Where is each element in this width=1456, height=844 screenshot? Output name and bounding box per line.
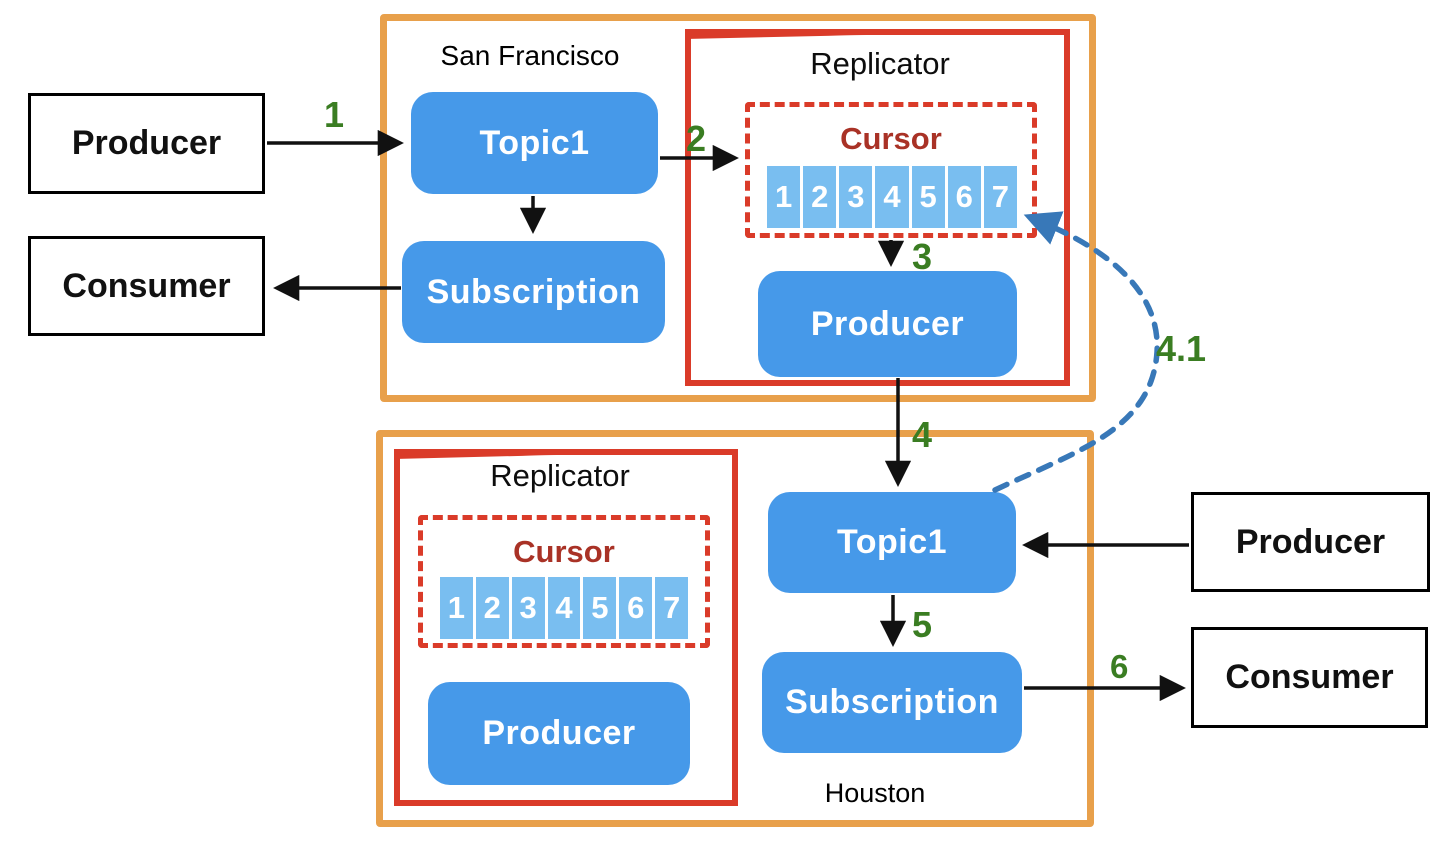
sf-cursor-cell-6: 6	[947, 166, 981, 228]
step-label-4-1: 4.1	[1156, 328, 1207, 369]
houston-replicator-producer-node: Producer	[428, 682, 690, 785]
step-label-2: 2	[686, 118, 707, 159]
sf-replicator-label: Replicator	[810, 46, 950, 81]
step-label-3: 3	[912, 236, 933, 277]
sf-cursor-cell-1: 1	[767, 166, 801, 228]
step-label-5: 5	[912, 604, 933, 645]
houston-replicator-label: Replicator	[490, 458, 630, 493]
houston-cursor-cells: 1 2 3 4 5 6 7	[440, 577, 689, 639]
houston-cursor-cell-6: 6	[619, 577, 653, 639]
sf-cursor-cell-3: 3	[839, 166, 873, 228]
sf-cursor-cell-7: 7	[983, 166, 1017, 228]
sf-cursor-cells: 1 2 3 4 5 6 7	[767, 166, 1017, 228]
houston-topic1-node: Topic1	[768, 492, 1016, 593]
houston-cursor-cell-5: 5	[583, 577, 617, 639]
houston-cursor-cell-7: 7	[655, 577, 689, 639]
sf-cursor-cell-2: 2	[803, 166, 837, 228]
sf-replicator-box	[685, 29, 1070, 386]
houston-cursor-cell-3: 3	[511, 577, 545, 639]
step-label-1: 1	[324, 94, 345, 135]
houston-producer-client: Producer	[1191, 492, 1430, 592]
region-label-houston: Houston	[824, 778, 926, 808]
houston-subscription-node: Subscription	[762, 652, 1022, 753]
sf-subscription-node: Subscription	[402, 241, 665, 343]
sf-producer-client: Producer	[28, 93, 265, 194]
region-san-francisco	[380, 14, 1096, 402]
houston-cursor-box: Cursor	[418, 515, 710, 648]
houston-cursor-cell-4: 4	[547, 577, 581, 639]
region-label-san-francisco: San Francisco	[440, 40, 620, 71]
houston-cursor-cell-2: 2	[475, 577, 509, 639]
sf-consumer-client: Consumer	[28, 236, 265, 336]
step-label-4: 4	[912, 414, 933, 455]
sf-topic1-node: Topic1	[411, 92, 658, 194]
sf-cursor-cell-5: 5	[911, 166, 945, 228]
houston-cursor-cell-1: 1	[440, 577, 473, 639]
step-label-6: 6	[1110, 648, 1129, 685]
sf-cursor-cell-4: 4	[875, 166, 909, 228]
houston-replicator-box	[394, 449, 738, 806]
sf-cursor-label: Cursor	[840, 121, 942, 156]
sf-cursor-box: Cursor	[745, 102, 1037, 238]
region-houston	[376, 430, 1094, 827]
sf-replicator-producer-node: Producer	[758, 271, 1017, 377]
houston-cursor-label: Cursor	[513, 534, 615, 569]
houston-consumer-client: Consumer	[1191, 627, 1428, 728]
